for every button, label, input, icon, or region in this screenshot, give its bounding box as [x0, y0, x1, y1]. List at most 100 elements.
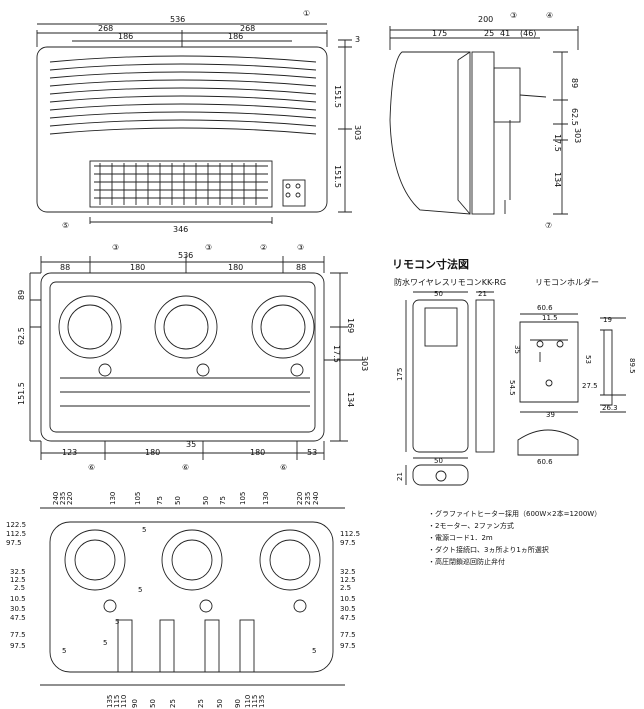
bottom-left-label: 2.5	[14, 584, 25, 592]
front-lower: 151.5	[333, 165, 342, 188]
side-17-5: 17.5	[553, 134, 562, 152]
back-180c: 180	[145, 448, 160, 457]
back-view	[29, 256, 365, 460]
bottom-top-label: 130	[109, 492, 117, 505]
back-134: 134	[346, 392, 355, 407]
bottom-bot-labels: 135 115 110 90 50 25 25 50 90 110 115 13…	[106, 695, 266, 708]
bottom-top-label: 235	[59, 492, 67, 505]
callout-5: ⑤	[62, 221, 69, 230]
callout-6c: ⑥	[280, 463, 287, 472]
bottom-five-label: 5	[142, 526, 146, 534]
holder-89-5: 89.5	[628, 358, 636, 374]
bottom-top-label: 75	[156, 496, 164, 505]
spec-note: ・グラファイトヒーター採用（600W×2本=1200W）	[428, 509, 601, 518]
bottom-five-label: 5	[62, 647, 66, 655]
back-62-5: 62.5	[17, 327, 26, 345]
back-17-5: 17.5	[332, 345, 341, 363]
front-upper: 151.5	[333, 85, 342, 108]
front-width-left: 268	[98, 24, 113, 33]
bottom-bot-label: 110	[120, 695, 128, 708]
remote-175: 175	[396, 368, 404, 381]
spec-note: ・2モーター、2ファン方式	[428, 521, 514, 530]
holder-35: 35	[513, 345, 521, 354]
bottom-bot-label: 115	[251, 695, 259, 708]
bottom-left-label: 77.5	[10, 631, 26, 639]
holder-39: 39	[546, 411, 555, 419]
remote-section-title: リモコン寸法図	[392, 257, 469, 271]
callout-4: ④	[546, 11, 553, 20]
callout-1: ①	[303, 9, 310, 18]
bottom-bot-label: 25	[197, 699, 205, 708]
bottom-top-label: 75	[219, 496, 227, 505]
bottom-left-label: 97.5	[6, 539, 22, 547]
bottom-bot-label: 135	[258, 695, 266, 708]
bottom-right-label: 2.5	[340, 584, 351, 592]
bottom-view	[40, 507, 345, 686]
remote-21: 21	[478, 290, 487, 298]
back-180a: 180	[130, 263, 145, 272]
bottom-right-label: 112.5	[340, 530, 360, 538]
bottom-bot-label: 115	[113, 695, 121, 708]
bottom-five-label: 5	[138, 586, 142, 594]
front-width-total: 536	[170, 15, 185, 24]
bottom-left-label: 97.5	[10, 642, 26, 650]
back-88: 88	[60, 263, 70, 272]
bottom-right-label: 10.5	[340, 595, 356, 603]
bottom-right-label: 32.5	[340, 568, 356, 576]
callout-3b: ③	[112, 243, 119, 252]
bottom-top-label: 105	[134, 492, 142, 505]
back-123: 123	[62, 448, 77, 457]
bottom-bot-label: 25	[169, 699, 177, 708]
bottom-left-label: 30.5	[10, 605, 26, 613]
bottom-right-label: 30.5	[340, 605, 356, 613]
side-d3: 41	[500, 29, 510, 38]
callout-3c: ③	[205, 243, 212, 252]
callout-6b: ⑥	[182, 463, 189, 472]
holder-27-5: 27.5	[582, 382, 598, 390]
back-180d: 180	[250, 448, 265, 457]
back-width-total: 536	[178, 251, 193, 260]
holder-54-5: 54.5	[508, 380, 516, 396]
side-303: 303	[573, 128, 582, 143]
front-grille-width: 346	[173, 225, 188, 234]
bottom-left-label: 122.5	[6, 521, 26, 529]
holder-11-5: 11.5	[542, 314, 558, 322]
front-top-gap: 3	[355, 35, 360, 44]
bottom-top-label: 220	[296, 492, 304, 505]
callout-3d: ③	[297, 243, 304, 252]
callout-7: ⑦	[545, 221, 552, 230]
bottom-right-label: 97.5	[340, 539, 356, 547]
front-view	[36, 23, 352, 224]
side-view	[389, 26, 579, 215]
bottom-top-label: 105	[239, 492, 247, 505]
side-d2: 25	[484, 29, 494, 38]
bottom-top-label: 130	[262, 492, 270, 505]
bottom-left-labels: 122.5 112.5 97.5 32.5 12.5 2.5 10.5 30.5…	[6, 521, 26, 650]
bottom-right-label: 77.5	[340, 631, 356, 639]
bottom-left-label: 112.5	[6, 530, 26, 538]
side-89: 89	[570, 78, 579, 88]
bottom-left-label: 10.5	[10, 595, 26, 603]
back-88b: 88	[296, 263, 306, 272]
bottom-five-label: 5	[312, 647, 316, 655]
bottom-left-label: 47.5	[10, 614, 26, 622]
side-134: 134	[553, 172, 562, 187]
bottom-top-labels: 240 235 220 130 105 75 50 50 75 105 130 …	[52, 492, 320, 505]
holder-caption: リモコンホルダー	[535, 277, 599, 287]
back-303: 303	[360, 356, 369, 371]
back-180b: 180	[228, 263, 243, 272]
callout-2: ②	[260, 243, 267, 252]
callout-6a: ⑥	[88, 463, 95, 472]
back-53: 53	[307, 448, 317, 457]
bottom-bot-label: 110	[244, 695, 252, 708]
callout-3: ③	[510, 11, 517, 20]
bottom-top-label: 220	[66, 492, 74, 505]
bottom-five-label: 5	[103, 639, 107, 647]
front-height: 303	[353, 125, 362, 140]
bottom-top-label: 240	[52, 492, 60, 505]
holder-60-6: 60.6	[537, 304, 553, 312]
bottom-five-label: 5	[115, 618, 119, 626]
spec-note: ・高圧閉鎖巡回防止弁付	[428, 557, 505, 566]
bottom-bot-label: 50	[149, 699, 157, 708]
